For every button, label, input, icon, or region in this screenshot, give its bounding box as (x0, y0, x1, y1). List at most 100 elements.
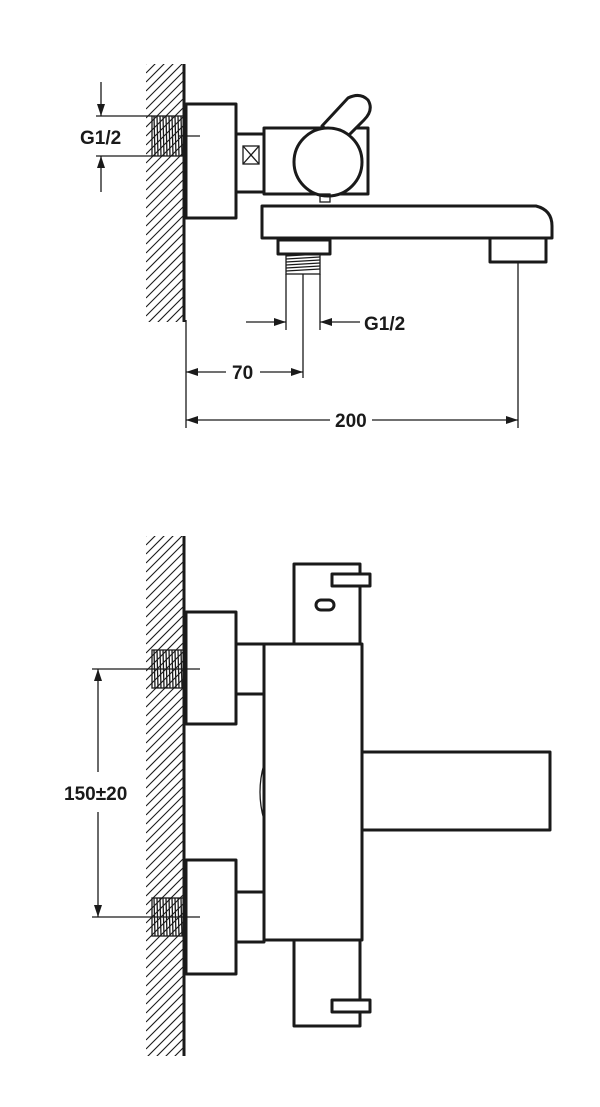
hatch-line (146, 1010, 184, 1050)
hatch-line (174, 1046, 184, 1056)
hatch-line (146, 722, 184, 762)
thread-line (165, 116, 168, 156)
hatch-line (146, 947, 184, 987)
connector-neck (234, 132, 266, 194)
hatch-line (146, 536, 183, 573)
hatch-line (146, 920, 184, 960)
hatch-line (146, 803, 184, 843)
hatch-line (146, 731, 184, 771)
wall-flange-top (184, 102, 238, 220)
hatch-line (146, 704, 184, 744)
wall-flange-upper (184, 610, 238, 726)
handle-top-lever (330, 572, 372, 588)
hatch-line (146, 578, 184, 618)
hatch-line (146, 250, 184, 290)
thread-line (159, 116, 162, 156)
hatch-line (146, 536, 165, 555)
hatch-line (146, 214, 184, 254)
thread-line (286, 262, 320, 266)
hatch-line (146, 536, 147, 537)
hatch-line (147, 1019, 184, 1056)
label-g12-left: G1/2 (80, 128, 121, 149)
dim-150: 150±20 (64, 668, 200, 918)
label-g12-bottom: G1/2 (364, 314, 405, 335)
dim-200: 200 (186, 262, 519, 432)
hatch-line (146, 350, 184, 388)
connector-upper (234, 642, 266, 696)
thread-line (171, 116, 174, 156)
hatch-line (146, 992, 184, 1032)
spout-front (360, 750, 552, 832)
hatch-line (146, 560, 184, 600)
hatch-line (146, 332, 184, 370)
hatch-line (148, 286, 184, 322)
hatch-line (146, 1001, 184, 1041)
hatch-line (146, 938, 184, 978)
hatch-line (146, 686, 184, 726)
label-70: 70 (232, 363, 253, 384)
spout-side (260, 204, 554, 240)
label-200: 200 (335, 411, 367, 432)
knob-base (319, 193, 331, 203)
hatch-line (146, 830, 184, 870)
hatch-line (146, 70, 184, 110)
wall-hatch-bottom (146, 536, 184, 1107)
hatch-line (146, 64, 147, 65)
hatch-line (146, 1065, 184, 1103)
hatch-line (146, 1092, 184, 1107)
hatch-line (146, 659, 184, 699)
dim-70: 70 (185, 274, 304, 428)
hatch-line (146, 151, 184, 191)
thread-line (153, 116, 156, 156)
hatch-line (146, 277, 184, 317)
hatch-line (166, 304, 184, 322)
thread-line (286, 259, 320, 263)
hatch-line (146, 205, 184, 245)
hatch-line (146, 187, 184, 227)
hatch-line (146, 551, 184, 591)
hatch-line (146, 133, 184, 173)
thread-line (168, 116, 171, 156)
hatch-line (146, 749, 184, 789)
hatch-line (146, 142, 184, 182)
hatch-line (146, 536, 174, 564)
bottom-thread (285, 253, 321, 275)
handle-top-slot (314, 598, 336, 612)
hatch-line (146, 677, 184, 717)
hatch-line (146, 341, 184, 379)
hatch-line (146, 268, 184, 308)
handle-bottom-lever (330, 998, 372, 1014)
handle-knob (292, 126, 364, 198)
dim-g12-bottom: G1/2 (246, 274, 405, 335)
hatch-line (157, 295, 184, 322)
hatch-line (146, 169, 184, 209)
hatch-line (146, 776, 184, 816)
hatch-line (146, 695, 184, 735)
hatch-line (146, 713, 184, 753)
thread-line (156, 116, 159, 156)
hatch-line (146, 1083, 184, 1107)
hatch-line (146, 605, 184, 645)
hatch-line (146, 848, 184, 888)
hatch-line (165, 1037, 184, 1056)
hatch-line (146, 160, 184, 200)
wall-hatch-top (146, 64, 184, 388)
hatch-line (146, 587, 184, 627)
hatch-line (146, 794, 184, 834)
thread-line (286, 265, 320, 269)
dim-g12-left: G1/2 (80, 82, 152, 192)
spout-outlet (488, 236, 548, 264)
hatch-line (146, 911, 184, 951)
hatch-line (146, 241, 184, 281)
square-nut (242, 145, 260, 165)
hatch-line (146, 983, 184, 1023)
hatch-line (146, 956, 184, 996)
hatch-line (146, 785, 184, 825)
hatch-line (146, 569, 184, 609)
hatch-line (146, 64, 174, 92)
hatch-line (146, 758, 184, 798)
thread-line (174, 116, 177, 156)
hatch-line (146, 839, 184, 879)
hatch-line (146, 259, 184, 299)
